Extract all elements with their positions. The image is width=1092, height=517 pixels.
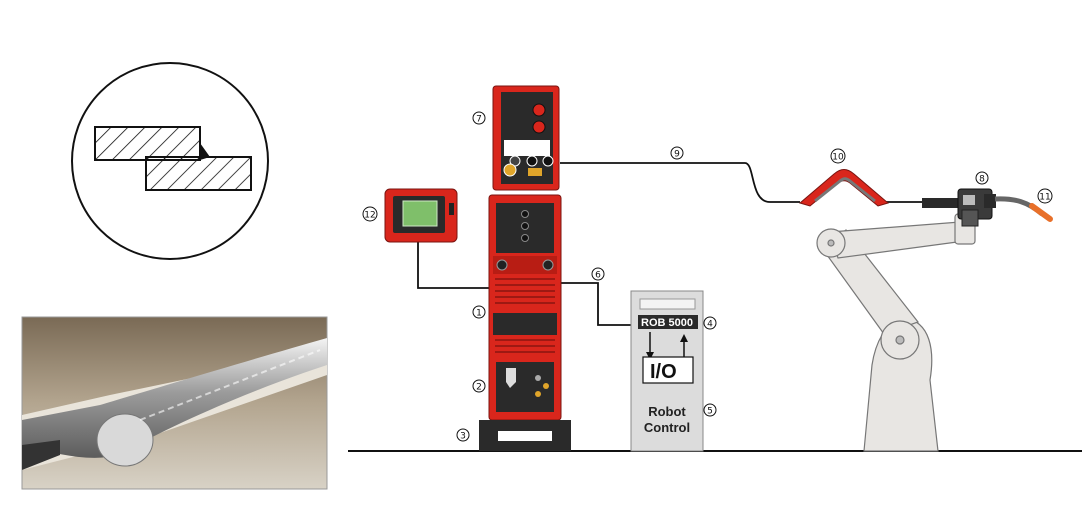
callout-6: 6 (591, 267, 605, 281)
cabinet-label-line2: Control (644, 420, 690, 435)
svg-text:4: 4 (707, 320, 713, 330)
callout-12: 12 (362, 206, 378, 222)
svg-text:11: 11 (1039, 193, 1050, 203)
callout-3: 3 (456, 428, 470, 442)
callout-5: 5 (703, 403, 717, 417)
io-label: I/O (650, 361, 677, 383)
callout-4: 4 (703, 316, 717, 330)
callout-11: 11 (1037, 188, 1053, 204)
cable-remote (417, 242, 490, 289)
cable-control (560, 282, 636, 326)
torch-assembly (922, 188, 1053, 227)
svg-text:12: 12 (364, 211, 375, 221)
svg-text:8: 8 (979, 175, 985, 185)
callout-1: 1 (472, 305, 486, 319)
svg-text:3: 3 (460, 432, 466, 442)
power-source (479, 85, 571, 451)
callout-9: 9 (670, 146, 684, 160)
svg-text:7: 7 (476, 115, 482, 125)
svg-text:5: 5 (707, 407, 713, 417)
cable-hosepack (560, 162, 800, 203)
robot-arm (816, 213, 976, 452)
robot-control-cabinet: ROB 5000 I/O Robot Control (630, 290, 704, 452)
callout-7: 7 (472, 111, 486, 125)
callouts: 1 2 3 4 5 6 7 8 9 10 11 12 (362, 111, 1053, 442)
svg-text:6: 6 (595, 271, 601, 281)
rob-5000-label: ROB 5000 (641, 317, 693, 329)
lap-joint-section (71, 62, 269, 260)
cabinet-label-line1: Robot (648, 404, 686, 419)
callout-10: 10 (830, 148, 846, 164)
svg-text:9: 9 (674, 150, 680, 160)
svg-text:1: 1 (476, 309, 482, 319)
callout-8: 8 (975, 171, 989, 185)
callout-2: 2 (472, 379, 486, 393)
svg-text:10: 10 (832, 153, 844, 163)
svg-text:2: 2 (476, 383, 482, 393)
weld-bead-photo (21, 316, 328, 490)
hosepack-holder (798, 169, 890, 207)
remote-control-unit (384, 188, 458, 243)
